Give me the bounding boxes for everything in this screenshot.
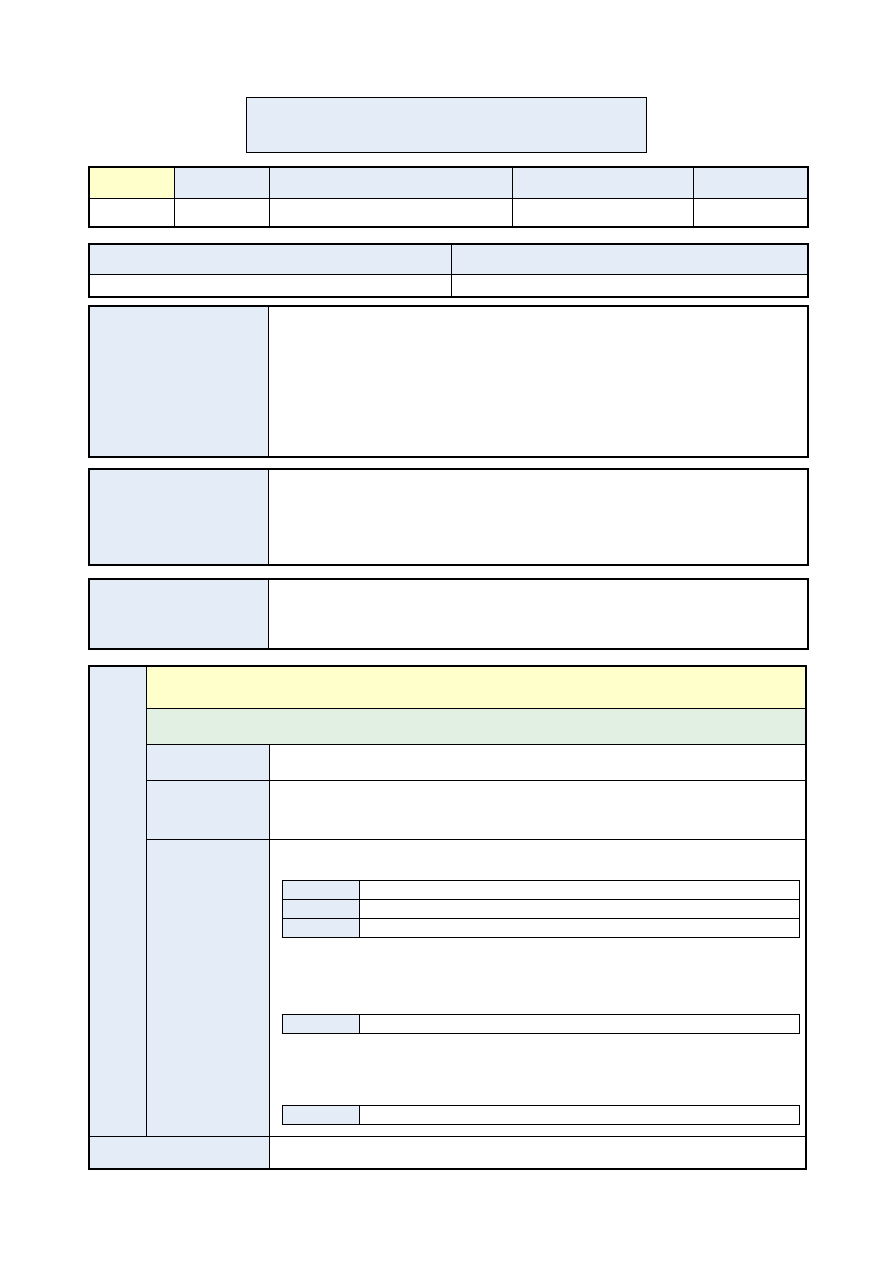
info-header-cell-5 bbox=[692, 166, 809, 199]
info-table bbox=[88, 166, 809, 228]
info-value-cell-3[interactable] bbox=[268, 197, 513, 228]
section-2-value-cell[interactable] bbox=[267, 468, 809, 566]
detail-content-cell[interactable] bbox=[270, 840, 805, 1136]
section-table-3 bbox=[88, 578, 809, 650]
info-header-cell-4 bbox=[511, 166, 694, 199]
table-row bbox=[282, 899, 800, 919]
table-row bbox=[282, 1014, 800, 1034]
section-1-label-cell bbox=[88, 305, 269, 458]
table-row bbox=[88, 578, 809, 650]
detail-nested-table-3 bbox=[282, 1105, 800, 1125]
section-3-value-cell[interactable] bbox=[267, 578, 809, 650]
meta-header-row bbox=[88, 243, 809, 275]
meta-header-cell-right bbox=[450, 243, 809, 275]
procedure-field-2-value-cell[interactable] bbox=[270, 781, 805, 840]
info-header-row bbox=[88, 166, 809, 199]
table-row bbox=[282, 1105, 800, 1125]
detail-nested-table-2 bbox=[282, 1014, 800, 1034]
nested-1-label-cell-2 bbox=[282, 899, 360, 919]
detail-nested-table-1 bbox=[282, 880, 800, 938]
meta-value-cell-right[interactable] bbox=[450, 273, 809, 298]
info-header-cell-1 bbox=[88, 166, 175, 199]
procedure-field-1-label-cell bbox=[147, 745, 270, 781]
meta-header-cell-left bbox=[88, 243, 452, 275]
info-header-cell-3 bbox=[268, 166, 513, 199]
meta-value-cell-left[interactable] bbox=[88, 273, 452, 298]
yellow-banner-row bbox=[147, 667, 805, 709]
nested-2-value-cell[interactable] bbox=[359, 1014, 800, 1034]
info-header-cell-2 bbox=[173, 166, 270, 199]
section-table-1 bbox=[88, 305, 809, 458]
info-value-row bbox=[88, 197, 809, 228]
info-value-cell-1[interactable] bbox=[88, 197, 175, 228]
section-1-value-cell[interactable] bbox=[267, 305, 809, 458]
nested-1-value-cell-2[interactable] bbox=[359, 899, 800, 919]
footer-value-cell[interactable] bbox=[270, 1136, 805, 1168]
info-value-cell-2[interactable] bbox=[173, 197, 270, 228]
info-value-cell-4[interactable] bbox=[511, 197, 694, 228]
meta-table bbox=[88, 243, 809, 298]
title-box bbox=[246, 97, 647, 153]
procedure-side-label-cell bbox=[90, 667, 147, 1136]
green-banner-row bbox=[147, 709, 805, 745]
table-row bbox=[282, 918, 800, 938]
table-row bbox=[88, 305, 809, 458]
section-table-2 bbox=[88, 468, 809, 566]
table-row bbox=[88, 468, 809, 566]
nested-1-label-cell-1 bbox=[282, 880, 360, 900]
procedure-field-1-value-cell[interactable] bbox=[270, 745, 805, 781]
procedure-table bbox=[88, 665, 807, 1170]
section-2-label-cell bbox=[88, 468, 269, 566]
nested-3-label-cell bbox=[282, 1105, 360, 1125]
table-row bbox=[282, 880, 800, 900]
nested-1-value-cell-1[interactable] bbox=[359, 880, 800, 900]
procedure-field-2-label-cell bbox=[147, 781, 270, 840]
detail-label-cell bbox=[147, 840, 270, 1136]
nested-3-value-cell[interactable] bbox=[359, 1105, 800, 1125]
nested-1-label-cell-3 bbox=[282, 918, 360, 938]
section-3-label-cell bbox=[88, 578, 269, 650]
meta-value-row bbox=[88, 273, 809, 298]
nested-1-value-cell-3[interactable] bbox=[359, 918, 800, 938]
nested-2-label-cell bbox=[282, 1014, 360, 1034]
footer-label-cell bbox=[90, 1136, 270, 1168]
info-value-cell-5[interactable] bbox=[692, 197, 809, 228]
